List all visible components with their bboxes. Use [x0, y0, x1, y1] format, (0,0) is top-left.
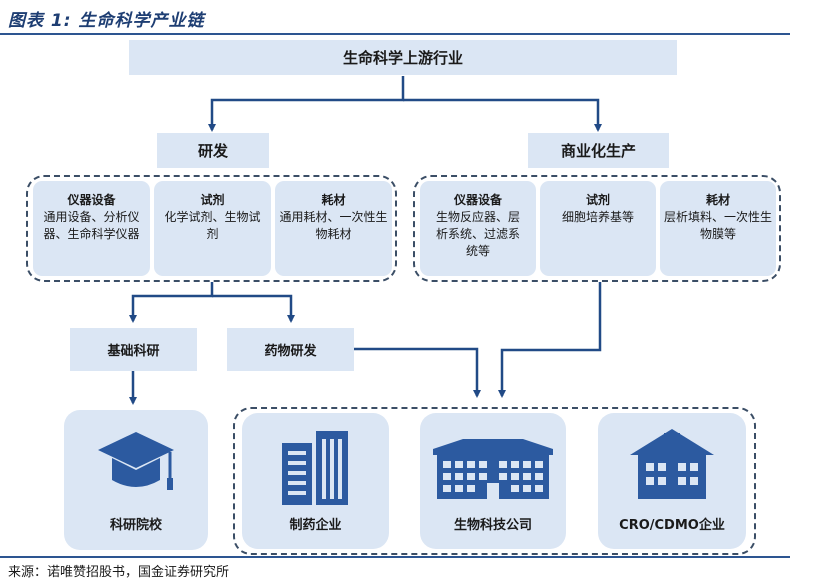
cro-card: CRO/CDMO企业 — [598, 413, 746, 549]
institutes-label: 科研院校 — [109, 518, 162, 533]
cro-label: CRO/CDMO企业 — [619, 518, 725, 533]
arrow-top-to-commercial — [403, 98, 602, 132]
graduation-cap-icon — [98, 432, 174, 490]
rd-instruments-title: 仪器设备 — [67, 193, 116, 207]
commercial-reagents-title: 试剂 — [585, 193, 610, 207]
commercial-instruments-title: 仪器设备 — [453, 193, 502, 207]
pharma-card: 制药企业 — [242, 413, 389, 549]
rd-reagents-cell: 试剂 化学试剂、生物试剂 — [154, 181, 271, 276]
rd-reagents-title: 试剂 — [200, 193, 225, 207]
source-note: 来源：诺唯赞招股书，国金证券研究所 — [8, 565, 230, 580]
commercial-consumables-cell: 耗材 层析填料、一次性生物膜等 — [660, 181, 776, 276]
figure-title: 图表 1: 生命科学产业链 — [8, 11, 205, 31]
arrow-commercial-to-customers — [498, 282, 602, 398]
footer-rule — [0, 556, 790, 558]
rd-instruments-desc: 通用设备、分析仪器、生命科学仪器 — [43, 210, 140, 241]
arrow-drug-to-customers — [354, 347, 481, 398]
arrow-rd-group-to-research — [129, 282, 214, 323]
biotech-card: 生物科技公司 — [420, 413, 566, 549]
rd-consumables-desc: 通用耗材、一次性生物耗材 — [279, 210, 388, 241]
rd-instruments-cell: 仪器设备 通用设备、分析仪器、生命科学仪器 — [33, 181, 150, 276]
institutes-card: 科研院校 — [64, 410, 208, 550]
upstream-industry-box: 生命科学上游行业 — [129, 40, 677, 75]
commercial-instruments-desc: 生物反应器、层析系统、过滤系统等 — [435, 210, 520, 258]
commercial-branch-box: 商业化生产 — [528, 133, 669, 168]
commercial-reagents-cell: 试剂 细胞培养基等 — [540, 181, 656, 276]
arrow-rd-group-to-drug — [212, 294, 295, 323]
commercial-products-group — [413, 175, 781, 282]
factory-building-icon — [433, 439, 553, 499]
title-rule — [0, 33, 790, 35]
biotech-label: 生物科技公司 — [453, 518, 532, 533]
office-building-icon — [282, 431, 348, 505]
house-icon — [630, 429, 714, 499]
rd-reagents-desc: 化学试剂、生物试剂 — [164, 210, 261, 241]
commercial-consumables-desc: 层析填料、一次性生物膜等 — [663, 210, 772, 241]
rd-branch-box: 研发 — [157, 133, 269, 168]
commercial-consumables-title: 耗材 — [705, 193, 730, 207]
rd-consumables-cell: 耗材 通用耗材、一次性生物耗材 — [275, 181, 392, 276]
drug-development-box: 药物研发 — [227, 328, 354, 371]
rd-consumables-title: 耗材 — [321, 193, 346, 207]
enterprise-customers-group — [233, 407, 756, 555]
arrow-top-to-rd — [208, 76, 405, 132]
pharma-label: 制药企业 — [289, 518, 342, 533]
basic-research-box: 基础科研 — [70, 328, 197, 371]
rd-products-group — [26, 175, 397, 282]
commercial-instruments-cell: 仪器设备 生物反应器、层析系统、过滤系统等 — [420, 181, 536, 276]
commercial-reagents-desc: 细胞培养基等 — [561, 210, 634, 224]
